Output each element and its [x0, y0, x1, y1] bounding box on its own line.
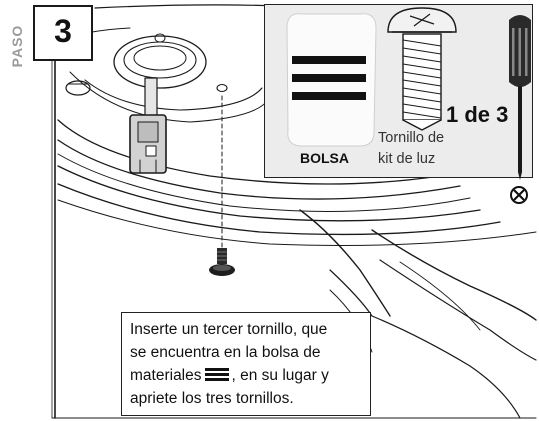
bag-symbol-icon — [204, 368, 229, 381]
screw-name-label: Tornillo de kit de luz — [378, 130, 445, 167]
screw-icon — [209, 248, 235, 276]
instruction-caption: Inserte un tercer tornillo, que se encue… — [121, 312, 371, 416]
caption-line-4: apriete los tres tornillos. — [130, 390, 294, 407]
caption-line-2: se encuentra en la bolsa de — [130, 344, 321, 361]
bag-label: BOLSA — [300, 150, 349, 166]
phillips-tip-symbol-icon — [510, 186, 528, 204]
step-number: 3 — [54, 13, 72, 49]
phillips-screwdriver-icon — [509, 15, 531, 180]
light-kit-screw-icon — [387, 7, 457, 131]
caption-line-3: materiales, en su lugar y — [130, 367, 329, 384]
bag-icon — [286, 13, 377, 147]
screw-count-label: 1 de 3 — [446, 102, 509, 127]
caption-line-1: Inserte un tercer tornillo, que — [130, 321, 328, 338]
step-number-box: 3 — [33, 5, 93, 61]
